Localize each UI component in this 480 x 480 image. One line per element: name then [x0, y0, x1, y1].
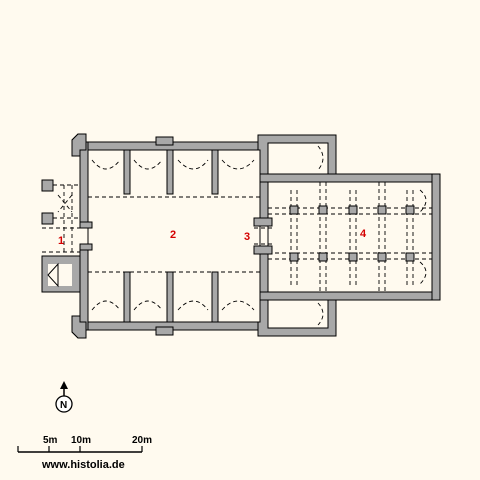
north-chapel-floor	[268, 143, 328, 174]
pier-n1	[123, 149, 131, 195]
nw-buttress	[71, 133, 87, 157]
arc-n2	[133, 159, 163, 170]
stair-detail	[47, 262, 59, 288]
arc-n4	[221, 159, 255, 170]
porch-diag-2	[57, 194, 73, 213]
choir-apse-arc-s	[419, 261, 427, 285]
pillar-8	[348, 252, 358, 262]
choir-south-wall	[259, 291, 441, 301]
zone-label-4: 4	[360, 228, 367, 240]
south-chapel-outline	[267, 299, 329, 329]
pillar-6	[289, 252, 299, 262]
scale-tick-10m: 10m	[71, 435, 91, 446]
nave-west-wall-upper	[79, 141, 89, 227]
west-doorway-gap	[80, 226, 88, 246]
stair-triangle	[47, 262, 59, 288]
pillar-2	[318, 205, 328, 215]
pillar-5	[405, 205, 415, 215]
pillar-3	[348, 205, 358, 215]
west-respond-n	[79, 221, 93, 229]
south-chapel-arc	[317, 302, 324, 326]
sw-buttress	[71, 315, 87, 339]
zone-label-1: 1	[58, 235, 64, 247]
choir-outline	[267, 181, 433, 293]
pier-n2	[166, 149, 174, 195]
scale-tick-5m: 5m	[43, 435, 58, 446]
pier-s1	[123, 271, 131, 323]
north-buttress	[155, 136, 174, 146]
pillar-1	[289, 205, 299, 215]
zone-label-3: 3	[244, 231, 250, 243]
choir-apse-arc-n	[419, 189, 427, 213]
arc-s1	[91, 300, 121, 311]
nave-piers	[123, 149, 219, 323]
choir-east-wall	[431, 173, 441, 301]
pier-n3	[211, 149, 219, 195]
floors	[48, 143, 432, 328]
arc-s2	[133, 300, 163, 311]
pillar-10	[405, 252, 415, 262]
interior-outlines	[87, 142, 433, 329]
scale-bar: 5m 10m 20m	[17, 435, 152, 453]
zone-label-2: 2	[170, 229, 176, 241]
arch-gap	[260, 226, 268, 246]
west-block-lower-fill	[41, 212, 54, 225]
pier-s3	[211, 271, 219, 323]
nave-west-wall-lower	[79, 245, 89, 331]
scale-tick-20m: 20m	[132, 435, 152, 446]
arch-respond-s	[253, 245, 273, 255]
nave-outline	[87, 149, 261, 323]
nave-floor	[88, 150, 260, 322]
zone-labels: 1 2 3 4	[58, 228, 367, 247]
south-buttress	[155, 326, 174, 336]
porch-diag-1	[57, 194, 73, 213]
arc-s4	[221, 300, 255, 311]
west-respond-s	[79, 243, 93, 251]
source-credit: www.histolia.de	[41, 459, 125, 471]
choir-north-wall	[259, 173, 441, 183]
arc-s3	[177, 300, 209, 311]
arc-n3	[177, 159, 209, 170]
pillar-9	[377, 252, 387, 262]
north-arrow-head	[60, 381, 68, 389]
pier-s2	[166, 271, 174, 323]
west-block-upper-fill	[41, 179, 54, 192]
north-arrow: N	[55, 381, 73, 413]
north-label: N	[60, 400, 67, 411]
arch-respond-n	[253, 217, 273, 227]
arc-n1	[91, 159, 121, 170]
south-chapel-floor	[268, 300, 328, 328]
pillar-4	[377, 205, 387, 215]
pillar-7	[318, 252, 328, 262]
north-arrow-circle	[55, 395, 73, 413]
choir-pillars	[79, 205, 415, 262]
north-chapel-outline	[267, 142, 329, 175]
north-chapel-arc	[317, 145, 324, 171]
